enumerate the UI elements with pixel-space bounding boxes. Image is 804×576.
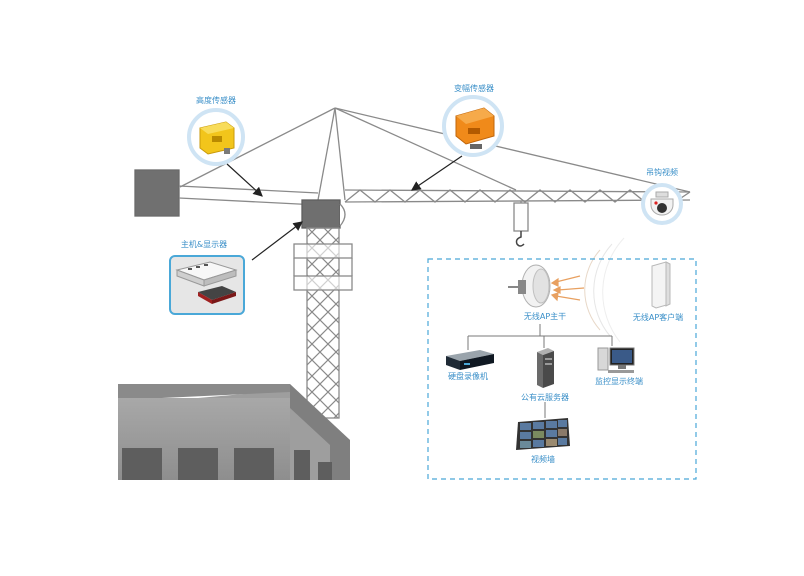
dome-camera-icon xyxy=(641,183,683,225)
counterweight xyxy=(134,169,180,217)
trolley xyxy=(513,202,529,232)
ap-main-antenna-icon xyxy=(508,264,551,308)
building xyxy=(118,384,350,480)
tower-crane xyxy=(134,107,691,419)
video-wall-label: 视频墙 xyxy=(531,455,555,464)
height-sensor-icon xyxy=(187,108,245,166)
amplitude-sensor-label: 变幅传感器 xyxy=(454,84,494,93)
video-wall-icon xyxy=(516,418,570,450)
cloud-server-icon xyxy=(537,348,554,388)
network-lines xyxy=(467,324,613,350)
height-sensor-label: 高度传感器 xyxy=(196,96,236,105)
cloud-server-label: 公有云服务器 xyxy=(521,393,569,402)
network-boundary xyxy=(427,258,697,480)
host-display-icon xyxy=(169,255,245,315)
wifi-signal-icon xyxy=(584,237,625,343)
hook-video-label: 吊钩视频 xyxy=(646,168,678,177)
monitor-terminal-label: 监控显示终端 xyxy=(595,377,643,386)
hook-icon xyxy=(515,231,525,247)
ap-main-label: 无线AP主干 xyxy=(523,312,567,321)
signal-arrows xyxy=(550,275,585,302)
nvr-label: 硬盘录像机 xyxy=(448,372,488,381)
host-display-label: 主机&显示器 xyxy=(180,240,228,249)
ap-client-antenna-icon xyxy=(651,261,671,309)
crane-cab xyxy=(301,199,341,229)
monitor-terminal-icon xyxy=(597,347,635,373)
ap-client-label: 无线AP客户端 xyxy=(632,313,684,322)
amplitude-sensor-icon xyxy=(442,95,504,157)
nvr-icon xyxy=(446,350,494,370)
tower-mast xyxy=(306,227,340,419)
connection-arrows xyxy=(226,155,463,261)
